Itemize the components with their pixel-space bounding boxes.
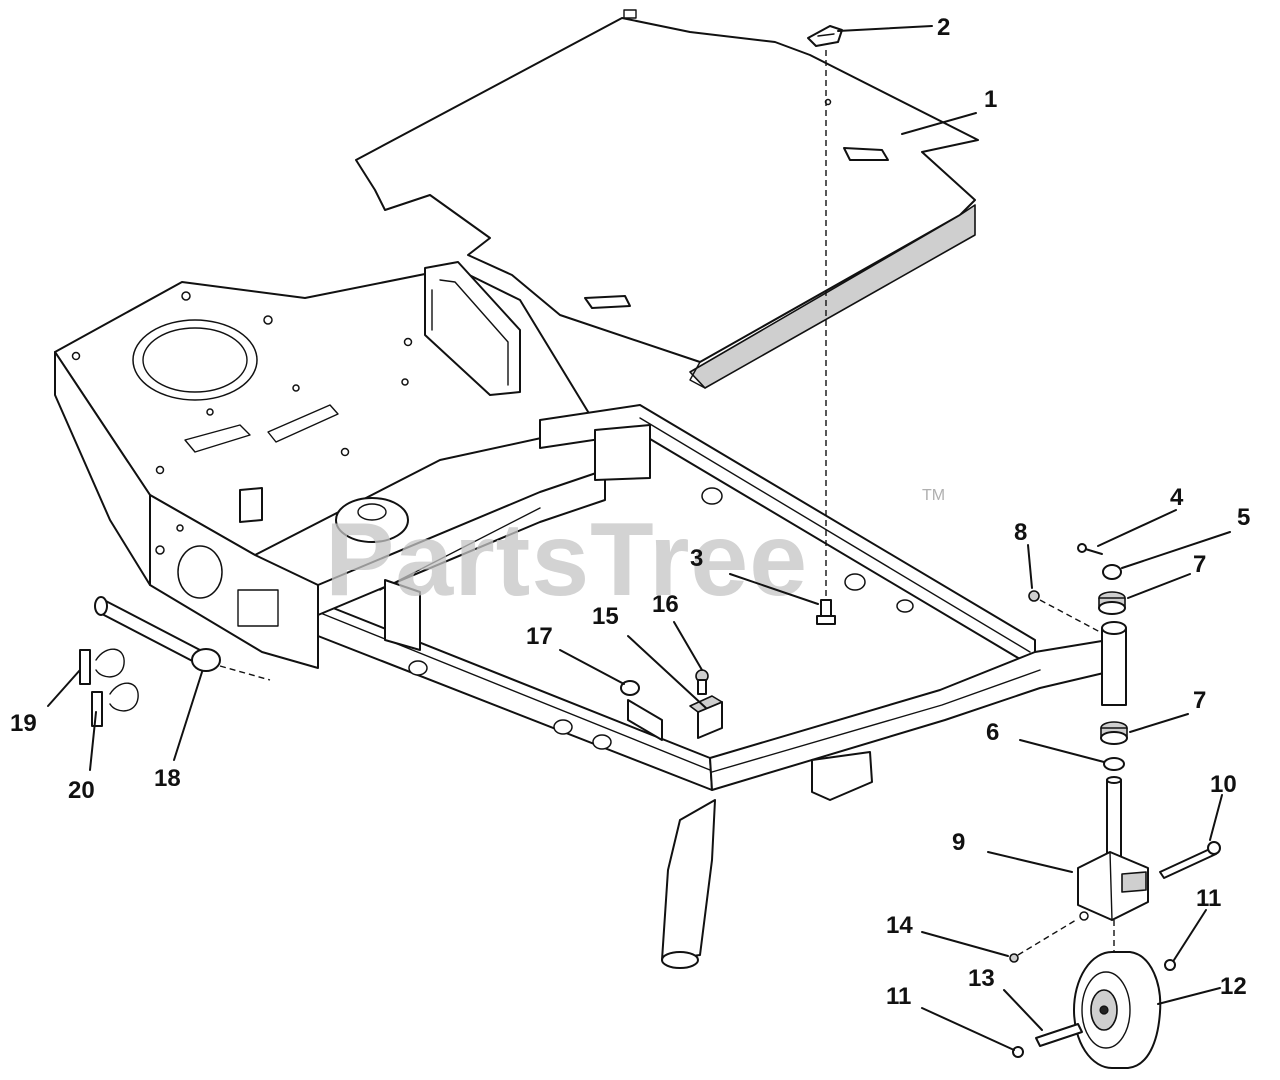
clip-20-part — [91, 691, 103, 727]
nut-part — [1009, 953, 1019, 963]
rod-part — [99, 597, 203, 667]
watermark-trademark: TM — [922, 487, 945, 504]
callout-2: 2 — [937, 14, 950, 41]
callout-4: 4 — [1170, 484, 1184, 511]
callout-5: 5 — [1237, 504, 1250, 531]
clip-part — [807, 25, 843, 47]
callout-17: 17 — [526, 623, 553, 650]
callout-20: 20 — [68, 777, 95, 804]
washer-left-part — [1012, 1046, 1024, 1058]
callout-13: 13 — [968, 965, 995, 992]
callout-10: 10 — [1210, 771, 1237, 798]
axle-bolt-part — [1159, 847, 1217, 879]
callout-3: 3 — [690, 545, 703, 572]
grommet-part — [620, 680, 640, 696]
callout-labels: 1 2 3 4 5 6 7 7 8 9 10 11 11 12 13 14 15… — [10, 14, 1250, 1010]
fork-stem — [1106, 779, 1122, 863]
chassis-frame — [54, 261, 1109, 969]
wheel-part — [1073, 951, 1162, 1069]
callout-16: 16 — [652, 591, 679, 618]
callout-7-bottom: 7 — [1193, 687, 1206, 714]
leader-lines — [47, 25, 1231, 1051]
bolt-small-part — [1028, 590, 1040, 602]
callout-8: 8 — [1014, 519, 1027, 546]
callout-18: 18 — [154, 765, 181, 792]
watermark-text: PartsTree — [325, 502, 808, 618]
callout-19: 19 — [10, 710, 37, 737]
callout-14: 14 — [886, 912, 913, 939]
caster-assembly — [1009, 543, 1221, 1069]
washer-part — [1103, 757, 1125, 771]
axle-part — [1035, 1023, 1083, 1047]
clip-19-part — [79, 649, 91, 685]
callout-11-right: 11 — [1196, 885, 1221, 912]
callout-6: 6 — [986, 719, 999, 746]
callout-15: 15 — [592, 603, 619, 630]
callout-1: 1 — [984, 86, 997, 113]
center-small-parts — [620, 669, 723, 741]
washer-right-part — [1164, 959, 1176, 971]
callout-11-left: 11 — [886, 983, 911, 1010]
callout-12: 12 — [1220, 973, 1247, 1000]
callout-7-top: 7 — [1193, 551, 1206, 578]
ring-part — [1102, 564, 1122, 580]
floor-pan-part — [355, 9, 979, 389]
watermark: PartsTree TM — [325, 487, 945, 618]
left-small-parts — [79, 596, 271, 727]
bolt-part — [816, 599, 836, 625]
callout-9: 9 — [952, 829, 965, 856]
